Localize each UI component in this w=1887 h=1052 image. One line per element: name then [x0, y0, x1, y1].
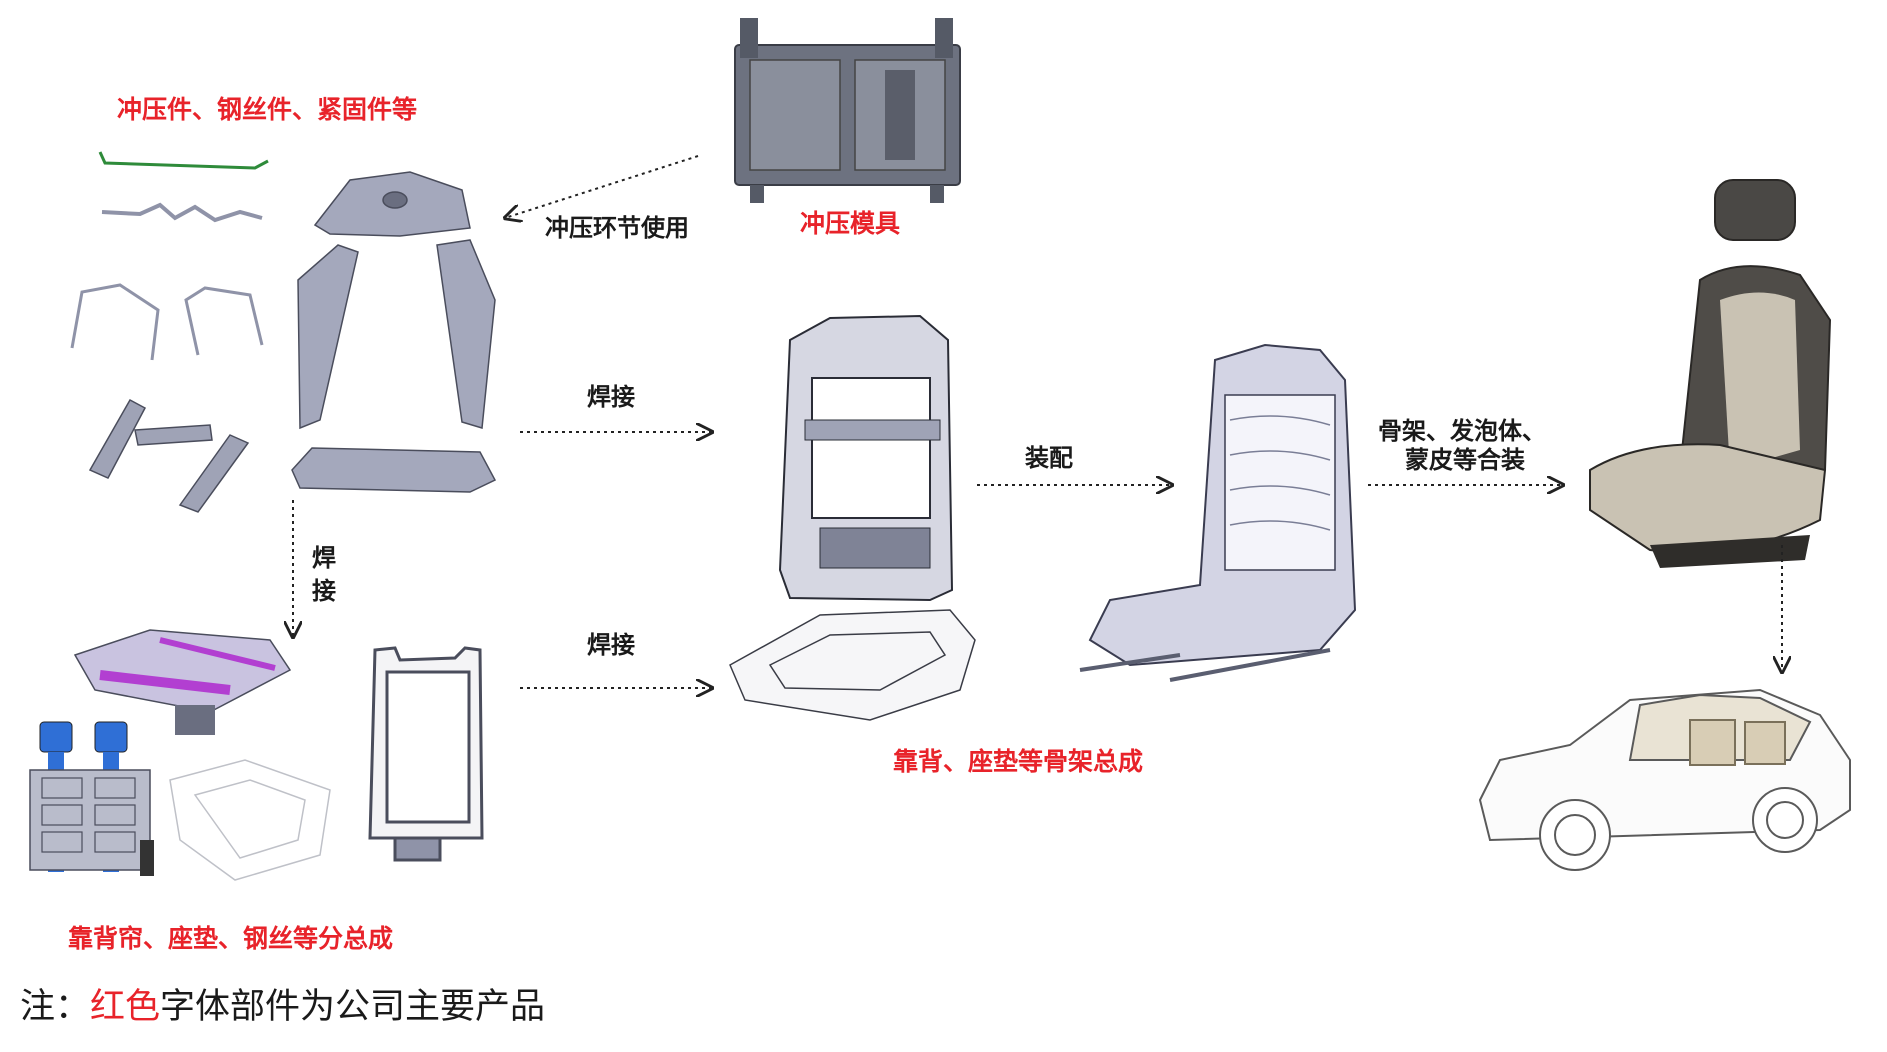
label-weld-right-bottom: 焊接 [587, 632, 635, 658]
label-weld-right-top: 焊接 [587, 384, 635, 410]
footnote: 注：红色字体部件为公司主要产品 [20, 988, 545, 1027]
footnote-highlight: 红色 [90, 987, 160, 1027]
label-parts: 冲压件、钢丝件、紧固件等 [117, 96, 417, 124]
purple-cushion-subassembly-image [75, 630, 290, 735]
wire-frame-right-image [186, 288, 262, 355]
arrow-mold-to-parts [505, 156, 698, 218]
label-combine-line1: 骨架、发泡体、 [1378, 418, 1546, 444]
footnote-suffix: 字体部件为公司主要产品 [160, 987, 545, 1027]
gray-wire-image [102, 205, 262, 220]
sketch-cushion-image [170, 760, 330, 880]
label-weld-down-2: 接 [312, 578, 336, 604]
car-cutaway-image [1480, 690, 1850, 870]
green-wire-image [100, 152, 268, 168]
wire-frame-left-image [72, 285, 158, 360]
backrest-frame-image [370, 648, 482, 860]
label-assemble: 装配 [1025, 445, 1073, 471]
footnote-prefix: 注： [20, 987, 90, 1027]
seat-rail-part-image [90, 400, 248, 512]
stamping-mold-image [735, 18, 960, 203]
label-frame-assembly: 靠背、座垫等骨架总成 [893, 748, 1143, 776]
welded-backrest-frame-image [780, 316, 952, 600]
label-stamping-mold: 冲压模具 [800, 210, 900, 238]
finished-seat-image [1590, 180, 1830, 568]
stamped-parts-image [292, 172, 495, 492]
assembled-seat-frame-image [1080, 345, 1355, 680]
welded-cushion-frame-image [730, 610, 975, 720]
label-subassembly: 靠背帘、座垫、钢丝等分总成 [68, 925, 393, 953]
label-combine-line2: 蒙皮等合装 [1405, 447, 1525, 473]
label-weld-down-1: 焊 [312, 545, 336, 571]
lumbar-subassembly-image [30, 722, 154, 876]
label-stamping-use: 冲压环节使用 [545, 215, 689, 241]
